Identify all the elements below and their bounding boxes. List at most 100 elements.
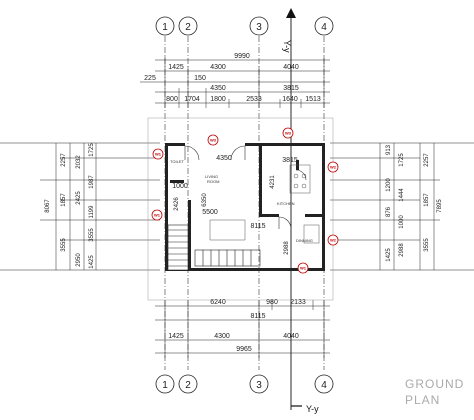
top-dim: 3815 — [283, 85, 299, 92]
grid-bubble-label: 2 — [185, 22, 191, 33]
left-dim: 3555 — [89, 228, 95, 242]
bottom-dim: 6240 — [210, 299, 226, 306]
window-tags: W3 W3 W2 W1 W1 W2 W1 — [151, 127, 339, 274]
bottom-dim-overall: 9965 — [236, 346, 252, 353]
top-dimension-lines — [140, 56, 330, 108]
title-line-1: GROUND — [405, 377, 464, 391]
left-dim: 2950 — [76, 253, 82, 267]
axis-label-top: Y-y — [282, 40, 292, 53]
right-dim: 3555 — [424, 238, 430, 252]
interior-dim: 3815 — [282, 157, 298, 164]
walls — [165, 143, 325, 271]
window-tag: W1 — [300, 266, 307, 271]
room-label: DINNING — [296, 238, 313, 243]
top-dim: 1513 — [305, 96, 321, 103]
left-dim: 3555 — [61, 238, 67, 252]
left-dim: 1987 — [89, 175, 95, 189]
grid-bubble-label: 3 — [256, 22, 262, 33]
top-dim: 800 — [166, 96, 178, 103]
interior-dim: 1000 — [172, 183, 188, 190]
bottom-dim: 8115 — [250, 313, 265, 320]
right-dim: 2988 — [399, 243, 405, 257]
bottom-dim: 2133 — [290, 299, 306, 306]
left-dim: 1857 — [61, 193, 67, 207]
right-dim: 1444 — [399, 188, 405, 202]
stair-hatch — [167, 224, 189, 271]
grid-bubble-label: 3 — [256, 380, 262, 391]
top-dim: 4300 — [210, 64, 226, 71]
top-dim: 2533 — [246, 96, 262, 103]
top-dim: 225 — [144, 75, 156, 82]
grid-bubble-2-top — [178, 16, 198, 36]
right-dim: 913 — [386, 144, 392, 155]
top-dim: 4040 — [283, 64, 299, 71]
window-tag: W2 — [330, 165, 337, 170]
grid-bubbles-bottom: 1 2 3 4 — [155, 374, 334, 394]
left-dim: 1425 — [89, 255, 95, 269]
grid-bubble-4-bottom — [314, 374, 334, 394]
kitchen-fixtures — [209, 164, 320, 244]
steps — [194, 249, 261, 267]
room-label: KITCHEN — [277, 201, 295, 206]
bottom-dim: 1425 — [168, 333, 184, 340]
left-dim: 2257 — [61, 153, 67, 167]
site-boundary — [147, 117, 334, 301]
grid-bubble-2-bottom — [178, 374, 198, 394]
interior-dim: 8115 — [250, 223, 265, 230]
left-dim-overall: 8067 — [45, 199, 51, 213]
right-dim: 1725 — [399, 153, 405, 167]
top-dim: 4350 — [210, 85, 226, 92]
section-arrow-top — [286, 8, 296, 18]
right-dim: 2257 — [424, 153, 430, 167]
left-dim: 1199 — [89, 205, 95, 219]
interior-dim: 5500 — [202, 209, 218, 216]
grid-bubble-3-top — [249, 16, 269, 36]
grid-bubble-label: 2 — [185, 380, 191, 391]
right-dim: 1000 — [399, 215, 405, 229]
right-dim: 876 — [386, 206, 392, 217]
window-tag: W3 — [285, 131, 292, 136]
top-dim: 1704 — [184, 96, 200, 103]
right-dim: 1425 — [386, 248, 392, 262]
bottom-dimension-lines — [155, 300, 330, 358]
top-dim-overall: 9990 — [234, 53, 250, 60]
window-tag: W2 — [330, 238, 337, 243]
title-line-2: PLAN — [405, 393, 440, 407]
window-tag: W1 — [154, 213, 161, 218]
room-label: LIVING — [205, 174, 218, 179]
interior-dim: 4350 — [216, 155, 232, 162]
room-label: TOILET — [170, 159, 184, 164]
interior-dim: 2426 — [174, 197, 180, 211]
top-dim: 1640 — [282, 96, 298, 103]
right-dimension-lines — [330, 142, 474, 271]
bottom-dim: 4040 — [283, 333, 299, 340]
grid-bubble-label: 1 — [162, 380, 168, 391]
grid-bubble-3-bottom — [249, 374, 269, 394]
grid-bubble-1-bottom — [155, 374, 175, 394]
top-dim: 1425 — [168, 64, 184, 71]
right-dim: 1857 — [424, 193, 430, 207]
interior-dim: 4231 — [270, 175, 276, 189]
left-dimension-lines — [0, 142, 160, 271]
room-label: ROOM — [207, 179, 219, 184]
grid-bubble-label: 4 — [321, 380, 327, 391]
grid-bubble-label: 1 — [162, 22, 168, 33]
grid-bubble-1-top — [155, 16, 175, 36]
right-dim-overall: 7895 — [437, 199, 443, 213]
grid-bubble-4-top — [314, 16, 334, 36]
bottom-dim: 4300 — [214, 333, 230, 340]
top-dim: 150 — [194, 75, 206, 82]
grid-bubbles-top: 1 2 3 4 — [155, 16, 334, 36]
right-dim: 1200 — [386, 178, 392, 192]
bottom-dim: 980 — [266, 299, 278, 306]
grid-bubble-label: 4 — [321, 22, 327, 33]
interior-dim: 6350 — [202, 193, 208, 207]
window-tag: W1 — [155, 152, 162, 157]
window-tag: W3 — [210, 138, 217, 143]
left-dim: 2032 — [76, 155, 82, 169]
left-dim: 2425 — [76, 191, 82, 205]
top-dim: 1800 — [210, 96, 226, 103]
doors — [184, 145, 307, 230]
